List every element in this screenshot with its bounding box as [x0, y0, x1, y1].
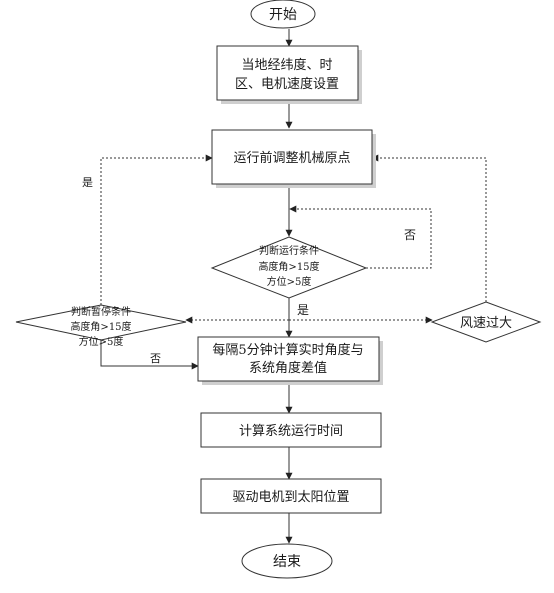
compute-diff-label-line2: 系统角度差值: [249, 360, 327, 376]
drive-label: 驱动电机到太阳位置: [232, 490, 349, 505]
calibrate-box: 运行前调整机械原点: [211, 129, 376, 188]
setup-label-line2: 区、电机速度设置: [235, 76, 339, 92]
check-pause-label-line2: 高度角>15度: [70, 320, 131, 333]
edge-pause-no-to-compute: [100, 340, 199, 370]
start-label: 开始: [269, 7, 297, 23]
edge-pause-yes-to-calibrate: [100, 154, 213, 305]
check-run-label-line3: 方位>5度: [267, 275, 312, 288]
end-terminal: 结束: [241, 543, 333, 579]
compute-diff-label-line1: 每隔5分钟计算实时角度与: [212, 342, 363, 358]
edge-label-pause-yes: 是: [82, 176, 93, 189]
compute-diff-box: 每隔5分钟计算实时角度与 系统角度差值: [197, 336, 383, 385]
edge-label-pause-no: 否: [150, 352, 161, 365]
setup-box: 当地经纬度、时 区、电机速度设置: [216, 45, 362, 104]
check-pause-label-line1: 判断暂停条件: [71, 305, 131, 318]
drive-box: 驱动电机到太阳位置: [200, 478, 382, 514]
check-run-label-line1: 判断运行条件: [259, 244, 319, 257]
check-pause-diamond: 判断暂停条件 高度角>15度 方位>5度: [15, 304, 187, 348]
calibrate-label: 运行前调整机械原点: [233, 150, 350, 166]
compute-time-box: 计算系统运行时间: [200, 412, 382, 448]
edge-label-run-no: 否: [404, 228, 416, 242]
edge-label-run-yes: 是: [297, 303, 309, 317]
check-pause-label-line3: 方位>5度: [79, 335, 124, 348]
edge-check-run-no: [289, 205, 432, 269]
edge-wind-to-calibrate: [371, 154, 487, 302]
end-label: 结束: [273, 554, 301, 570]
compute-time-label: 计算系统运行时间: [239, 424, 343, 439]
wind-label: 风速过大: [460, 316, 512, 331]
wind-diamond: 风速过大: [430, 301, 542, 343]
check-run-label-line2: 高度角>15度: [258, 260, 319, 273]
setup-label-line1: 当地经纬度、时: [241, 57, 332, 73]
check-run-diamond: 判断运行条件 高度角>15度 方位>5度: [210, 236, 368, 299]
start-terminal: 开始: [250, 0, 316, 29]
